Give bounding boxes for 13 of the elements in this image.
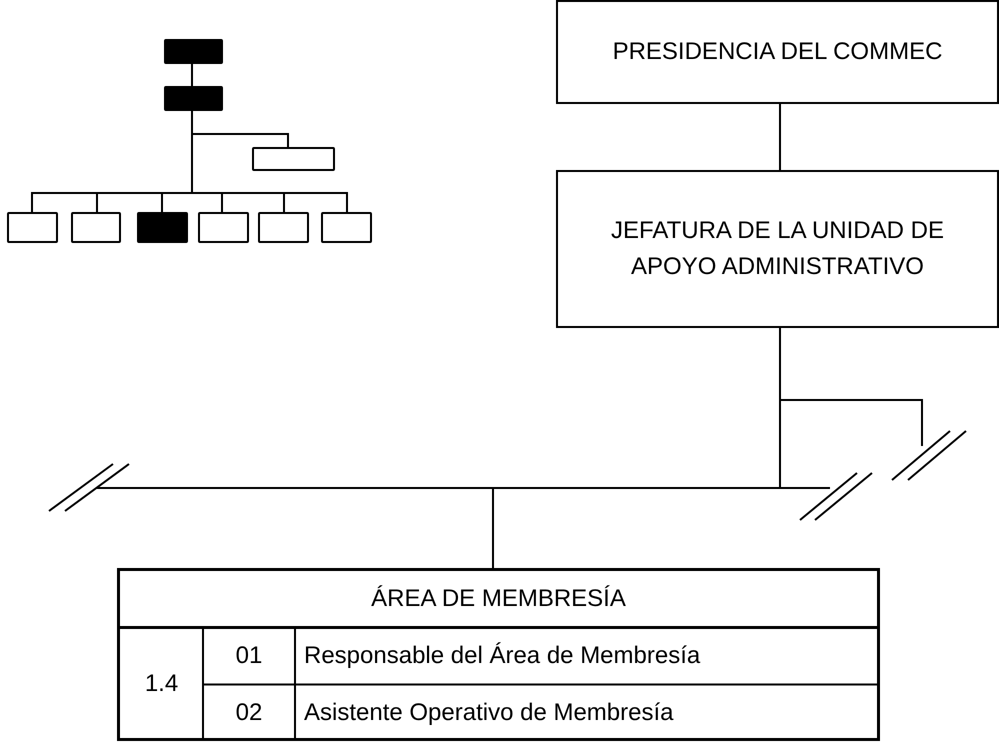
- position-name: Asistente Operativo de Membresía: [304, 698, 674, 726]
- org-unit-box: [556, 170, 999, 328]
- unit-title: JEFATURA DE LA UNIDAD DE APOYO ADMINISTRATIVO: [610, 216, 945, 282]
- unit-title: ÁREA DE MEMBRESÍA: [371, 584, 626, 614]
- connector-line: [779, 328, 830, 489]
- position-name: Responsable del Área de Membresía: [304, 642, 700, 670]
- org-unit-box: [556, 0, 999, 104]
- section-number: 1.4: [144, 670, 178, 698]
- item-number: 01: [236, 642, 262, 670]
- table-header-box: [117, 568, 880, 629]
- connector-line: [779, 104, 781, 170]
- item-number: 02: [236, 698, 262, 726]
- unit-title: PRESIDENCIA DEL COMMEC: [612, 37, 942, 67]
